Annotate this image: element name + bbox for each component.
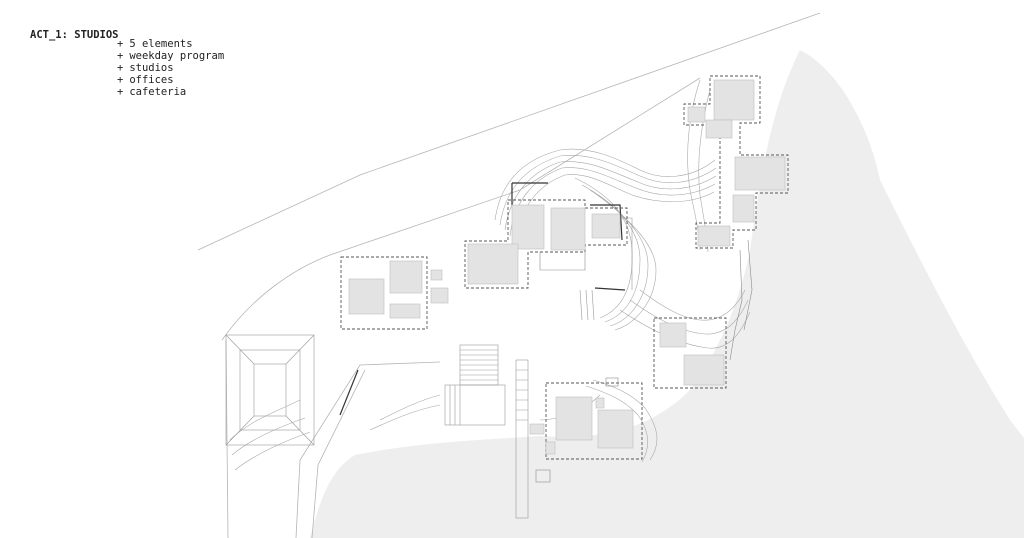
building-s2	[597, 409, 634, 449]
building-w4	[430, 269, 443, 281]
building-w3	[389, 303, 421, 319]
building-w5	[430, 287, 449, 304]
buildings	[348, 79, 786, 455]
legend-item-label: cafeteria	[129, 86, 187, 98]
legend: ACT_1: STUDIOS +5 elements + weekday prog…	[30, 29, 224, 98]
site-outline	[197, 12, 821, 538]
building-c2	[550, 207, 586, 251]
building-ne5	[732, 194, 755, 223]
legend-item: + studios	[117, 62, 224, 74]
building-s3	[595, 397, 605, 409]
legend-item: + offices	[117, 74, 224, 86]
boundary-south	[545, 382, 643, 460]
bullet: +	[117, 50, 124, 62]
building-ne4	[734, 156, 786, 191]
site-details	[535, 239, 753, 483]
legend-item-label: weekday program	[129, 50, 225, 62]
building-s4	[545, 441, 556, 455]
terrain-fill	[310, 50, 1024, 538]
stairs	[225, 217, 633, 519]
building-s1	[555, 396, 593, 441]
building-e1	[659, 322, 687, 348]
legend-item: + weekday program	[117, 50, 224, 62]
building-c4	[467, 243, 519, 285]
legend-item-label: studios	[129, 62, 174, 74]
boundary-west	[340, 256, 428, 330]
building-ne1	[713, 79, 755, 121]
building-w2	[389, 260, 423, 294]
building-ne6	[697, 225, 731, 247]
legend-list: +5 elements + weekday program + studios + o…	[117, 38, 224, 98]
bullet: +	[117, 62, 124, 74]
bullet: +	[117, 38, 124, 50]
bullet: +	[117, 74, 124, 86]
building-e2	[683, 354, 725, 386]
legend-item-label: offices	[129, 74, 174, 86]
boundary-east	[653, 317, 727, 389]
building-w1	[348, 278, 385, 315]
bullet: +	[117, 86, 124, 98]
building-c1	[511, 204, 545, 250]
legend-item: +5 elements	[117, 38, 224, 50]
walls	[339, 182, 626, 416]
legend-title: ACT_1: STUDIOS	[30, 29, 119, 41]
building-c3	[591, 213, 621, 239]
legend-item-label: 5 elements	[129, 38, 193, 50]
boundary-northeast	[683, 75, 789, 249]
building-ne2	[687, 106, 706, 123]
building-ne3	[705, 119, 733, 139]
legend-item: + cafeteria	[117, 86, 224, 98]
building-s5	[529, 423, 545, 435]
